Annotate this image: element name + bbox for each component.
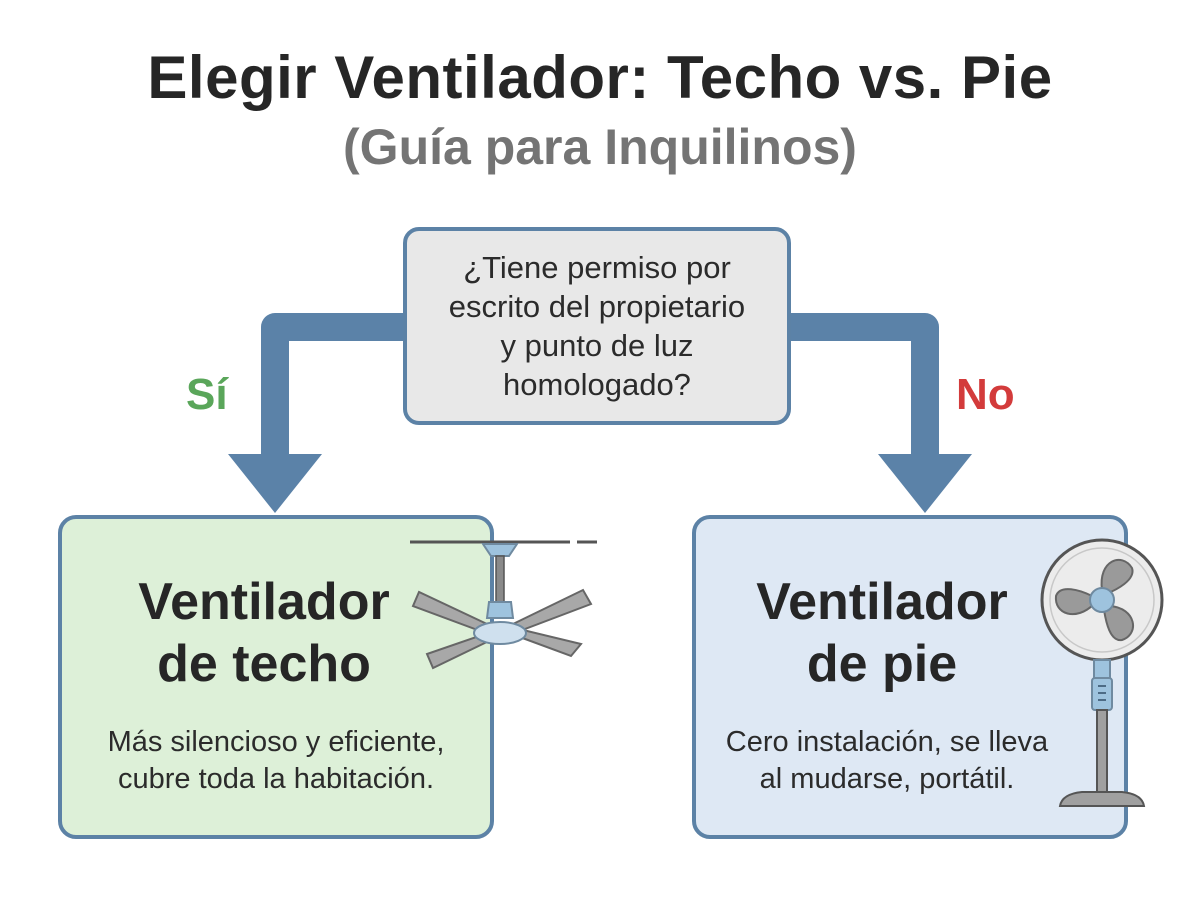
- title-line: Ventilador: [756, 573, 1008, 631]
- title-line: de pie: [806, 635, 958, 693]
- title-line: Ventilador: [138, 573, 390, 631]
- question-text: ¿Tiene permiso por escrito del propietar…: [427, 248, 767, 404]
- title-line: de techo: [157, 635, 371, 693]
- stand-fan-icon: [1040, 538, 1164, 807]
- question-line: ¿Tiene permiso por: [463, 250, 731, 285]
- question-line: y punto de luz: [500, 328, 694, 363]
- ceiling-fan-result-box: Ventilador de techo Más silencioso y efi…: [58, 515, 494, 839]
- desc-line: Más silencioso y eficiente,: [107, 726, 445, 758]
- ceiling-fan-title: Ventilador de techo: [114, 571, 414, 695]
- stand-fan-title: Ventilador de pie: [732, 571, 1032, 695]
- question-line: homologado?: [503, 367, 691, 402]
- no-connector-arrowhead: [878, 454, 972, 513]
- no-label: No: [956, 370, 1015, 419]
- page-subtitle: (Guía para Inquilinos): [343, 119, 857, 175]
- question-box: ¿Tiene permiso por escrito del propietar…: [403, 227, 791, 425]
- ceiling-fan-icon: [410, 540, 597, 670]
- desc-line: Cero instalación, se lleva: [725, 726, 1049, 758]
- yes-connector-line: [261, 313, 405, 460]
- page-title: Elegir Ventilador: Techo vs. Pie: [147, 44, 1053, 111]
- stand-fan-description: Cero instalación, se lleva al mudarse, p…: [696, 724, 1078, 798]
- yes-connector-arrowhead: [228, 454, 322, 513]
- no-connector-line: [790, 313, 939, 460]
- desc-line: al mudarse, portátil.: [759, 763, 1015, 795]
- yes-label: Sí: [186, 370, 228, 419]
- question-line: escrito del propietario: [448, 289, 746, 324]
- ceiling-fan-description: Más silencioso y eficiente, cubre toda l…: [62, 724, 490, 798]
- desc-line: cubre toda la habitación.: [118, 763, 434, 795]
